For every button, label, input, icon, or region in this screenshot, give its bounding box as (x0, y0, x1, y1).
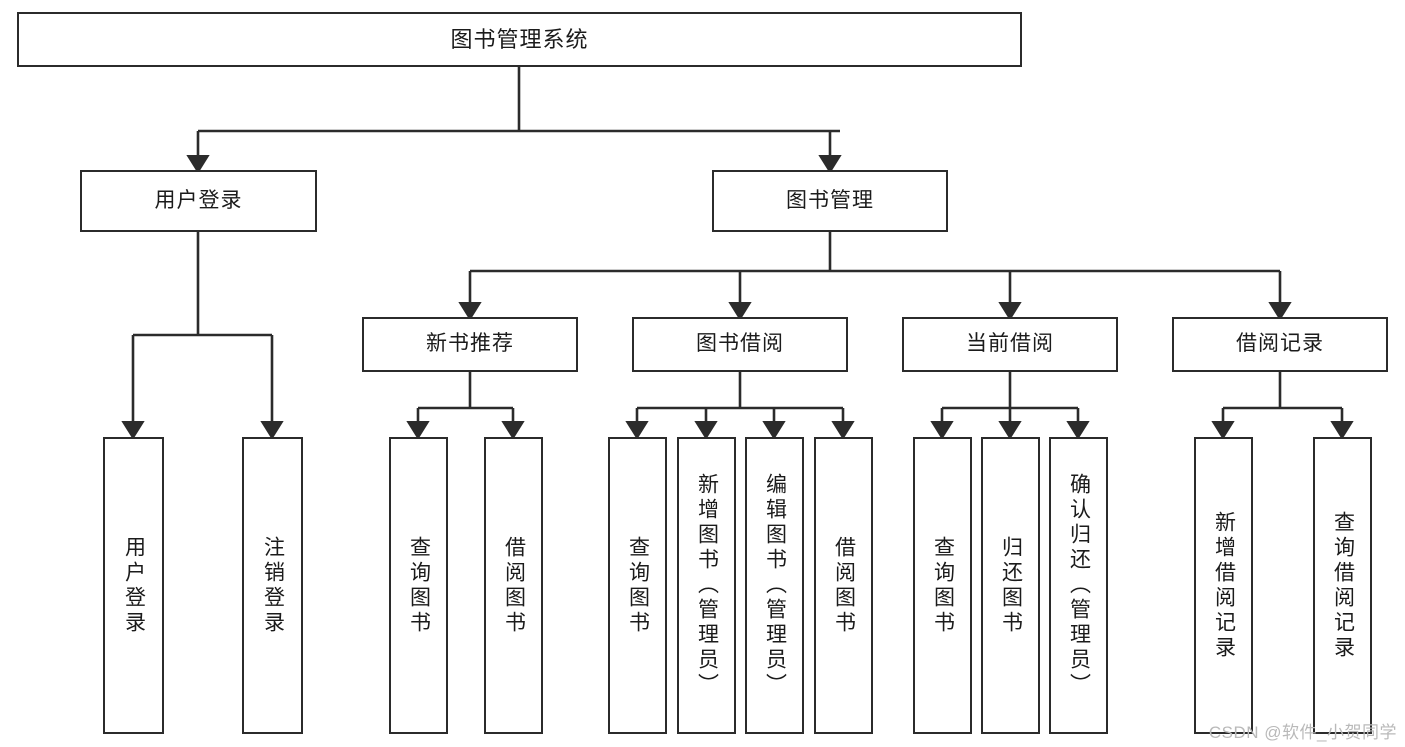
node-new-book-recommend[interactable]: 新书推荐 (362, 317, 578, 372)
leaf-add-book-admin[interactable]: 新增图书（管理员） (677, 437, 736, 734)
leaf-confirm-return-admin-label: 确认归还（管理员） (1067, 473, 1091, 698)
leaf-search-book-borrow[interactable]: 查询图书 (608, 437, 667, 734)
node-borrow-record[interactable]: 借阅记录 (1172, 317, 1388, 372)
leaf-borrow-book[interactable]: 借阅图书 (814, 437, 873, 734)
node-current-borrow[interactable]: 当前借阅 (902, 317, 1118, 372)
node-root[interactable]: 图书管理系统 (17, 12, 1022, 67)
leaf-confirm-return-admin[interactable]: 确认归还（管理员） (1049, 437, 1108, 734)
leaf-edit-book-admin[interactable]: 编辑图书（管理员） (745, 437, 804, 734)
watermark-text: CSDN @软件_小贺同学 (1208, 723, 1397, 742)
node-borrow-record-label: 借阅记录 (1236, 332, 1324, 356)
leaf-borrow-book-recommend[interactable]: 借阅图书 (484, 437, 543, 734)
node-current-borrow-label: 当前借阅 (966, 332, 1054, 356)
leaf-search-borrow-record-label: 查询借阅记录 (1331, 510, 1355, 661)
leaf-user-login[interactable]: 用户登录 (103, 437, 164, 734)
leaf-user-login-label: 用户登录 (122, 535, 146, 636)
leaf-return-book[interactable]: 归还图书 (981, 437, 1040, 734)
leaf-logout-label: 注销登录 (261, 535, 285, 636)
node-user-login-label: 用户登录 (154, 188, 243, 212)
leaf-add-book-admin-label: 新增图书（管理员） (695, 473, 719, 698)
node-book-borrow[interactable]: 图书借阅 (632, 317, 848, 372)
leaf-add-borrow-record-label: 新增借阅记录 (1212, 510, 1236, 661)
leaf-add-borrow-record[interactable]: 新增借阅记录 (1194, 437, 1253, 734)
leaf-search-book-current-label: 查询图书 (931, 535, 955, 636)
leaf-logout[interactable]: 注销登录 (242, 437, 303, 734)
leaf-borrow-book-recommend-label: 借阅图书 (502, 535, 526, 636)
leaf-borrow-book-label: 借阅图书 (832, 535, 856, 636)
leaf-search-book-recommend-label: 查询图书 (407, 535, 431, 636)
leaf-search-book-borrow-label: 查询图书 (626, 535, 650, 636)
leaf-search-borrow-record[interactable]: 查询借阅记录 (1313, 437, 1372, 734)
node-user-login[interactable]: 用户登录 (80, 170, 317, 232)
leaf-return-book-label: 归还图书 (999, 535, 1023, 636)
leaf-search-book-current[interactable]: 查询图书 (913, 437, 972, 734)
node-book-management-label: 图书管理 (786, 188, 874, 212)
leaf-edit-book-admin-label: 编辑图书（管理员） (763, 473, 787, 698)
node-root-label: 图书管理系统 (450, 26, 589, 52)
node-new-book-recommend-label: 新书推荐 (426, 332, 514, 356)
leaf-search-book-recommend[interactable]: 查询图书 (389, 437, 448, 734)
node-book-management[interactable]: 图书管理 (712, 170, 948, 232)
node-book-borrow-label: 图书借阅 (696, 332, 784, 356)
